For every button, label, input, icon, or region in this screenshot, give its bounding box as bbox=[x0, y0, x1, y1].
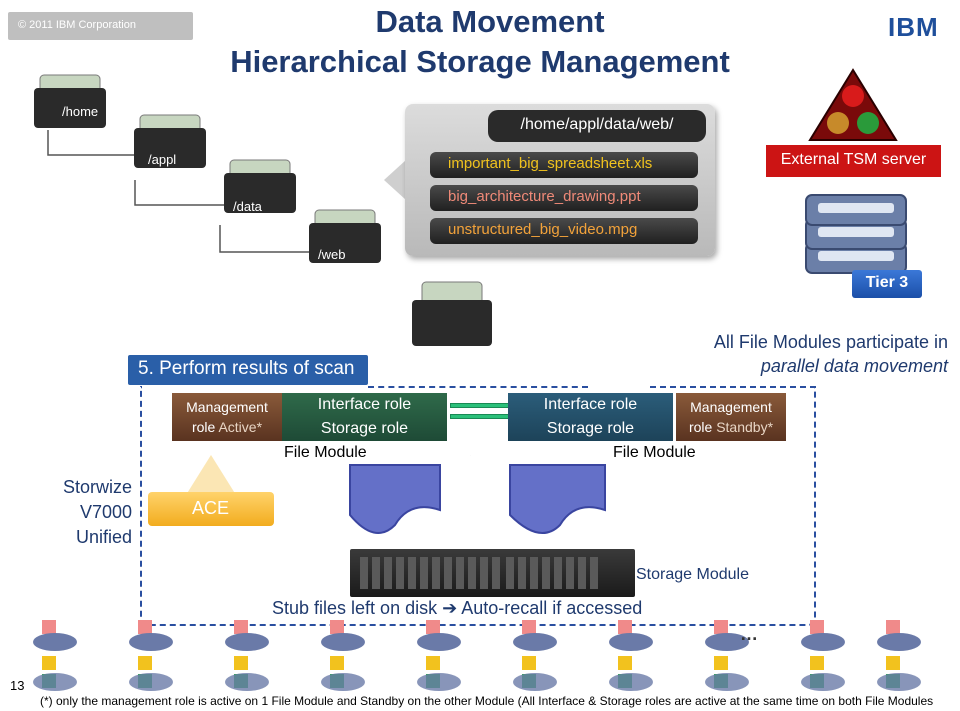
folder-icon-home[interactable] bbox=[34, 74, 106, 128]
dashed-outline-top-left bbox=[368, 386, 588, 388]
page-title: Data Movement bbox=[375, 4, 605, 39]
client-icon-8 bbox=[705, 620, 749, 691]
storage-role-2: Storage role bbox=[546, 420, 635, 437]
storage-module-label: Storage Module bbox=[636, 566, 749, 583]
tsm-triangle-icon bbox=[808, 68, 898, 141]
folder-label-web: /web bbox=[318, 247, 346, 262]
client-icon-7 bbox=[609, 620, 653, 691]
folder-icon-center bbox=[412, 281, 492, 346]
file-module-1-roles: Interface role Storage role bbox=[282, 393, 447, 441]
folder-tree bbox=[34, 74, 381, 263]
mgmt-active-line1: Management bbox=[186, 399, 268, 415]
storwize-dashed-outline bbox=[140, 386, 816, 626]
file-item-spreadsheet[interactable]: important_big_spreadsheet.xls bbox=[430, 152, 698, 178]
storwize-line1: Storwize bbox=[62, 477, 132, 497]
module-link-top bbox=[450, 403, 512, 408]
mgmt-role-active: Management role Active* bbox=[172, 393, 282, 441]
client-icon-6 bbox=[513, 620, 557, 691]
client-icon-2 bbox=[129, 620, 173, 691]
right-arrow-icon: ➔ bbox=[442, 598, 458, 618]
dashed-outline-top-right bbox=[650, 386, 816, 388]
storwize-label: Storwize V7000 Unified bbox=[40, 475, 132, 550]
mgmt-active-line2: role Active* bbox=[191, 419, 263, 435]
ellipsis-more: … bbox=[740, 624, 760, 644]
parallel-movement-note: All File Modules participate in parallel… bbox=[648, 330, 948, 378]
page-subtitle: Hierarchical Storage Management bbox=[230, 44, 730, 79]
stub-left: Stub files left on disk bbox=[272, 598, 438, 618]
client-icon-9 bbox=[801, 620, 845, 691]
folder-label-appl: /appl bbox=[148, 152, 177, 167]
tier-badge: Tier 3 bbox=[852, 270, 922, 298]
client-icons-row bbox=[33, 620, 921, 691]
stub-files-note: Stub files left on disk ➔ Auto-recall if… bbox=[272, 598, 642, 619]
mgmt-role-standby: Management role Standby* bbox=[676, 393, 786, 441]
storage-drive-bays bbox=[360, 557, 598, 589]
mgmt-standby-line1: Management bbox=[690, 399, 772, 415]
copyright-label: © 2011 IBM Corporation bbox=[8, 12, 193, 40]
stub-right: Auto-recall if accessed bbox=[461, 598, 643, 618]
popup-path: /home/appl/data/web/ bbox=[488, 110, 706, 142]
file-module-1-label: File Module bbox=[284, 444, 367, 461]
file-item-drawing[interactable]: big_architecture_drawing.ppt bbox=[430, 185, 698, 211]
interface-role-2: Interface role bbox=[543, 396, 638, 413]
storage-role-1: Storage role bbox=[320, 420, 409, 437]
interface-role-1: Interface role bbox=[317, 396, 412, 413]
ace-arrow-icon bbox=[186, 455, 236, 495]
mgmt-standby-line2: role Standby* bbox=[688, 419, 774, 435]
file-module-2-roles: Interface role Storage role bbox=[508, 393, 673, 441]
parallel-line2: parallel data movement bbox=[760, 356, 948, 376]
folder-icon-data[interactable] bbox=[224, 159, 296, 213]
folder-label-data: /data bbox=[233, 199, 262, 214]
folder-label-home: /home bbox=[62, 104, 99, 119]
client-icon-5 bbox=[417, 620, 461, 691]
ace-box: ACE bbox=[148, 492, 274, 526]
folder-icon-appl[interactable] bbox=[134, 114, 206, 168]
folder-icon-web[interactable] bbox=[309, 209, 381, 263]
popup-pointer bbox=[384, 160, 406, 200]
data-shapes bbox=[349, 455, 606, 534]
client-icon-4 bbox=[321, 620, 365, 691]
ibm-logo: IBM bbox=[888, 12, 939, 42]
file-module-2-label: File Module bbox=[613, 444, 696, 461]
tsm-server-label: External TSM server bbox=[766, 145, 941, 177]
module-link-bottom bbox=[450, 414, 512, 419]
file-item-video[interactable]: unstructured_big_video.mpg bbox=[430, 218, 698, 244]
client-icon-1 bbox=[33, 620, 77, 691]
storwize-line2: V7000 bbox=[79, 502, 132, 522]
storwize-line3: Unified bbox=[75, 527, 132, 547]
page-number: 13 bbox=[10, 678, 25, 693]
client-icon-3 bbox=[225, 620, 269, 691]
client-icon-10 bbox=[877, 620, 921, 691]
footnote: (*) only the management role is active o… bbox=[40, 694, 934, 708]
parallel-line1: All File Modules participate in bbox=[713, 332, 948, 352]
scan-step-label: 5. Perform results of scan bbox=[128, 355, 368, 385]
